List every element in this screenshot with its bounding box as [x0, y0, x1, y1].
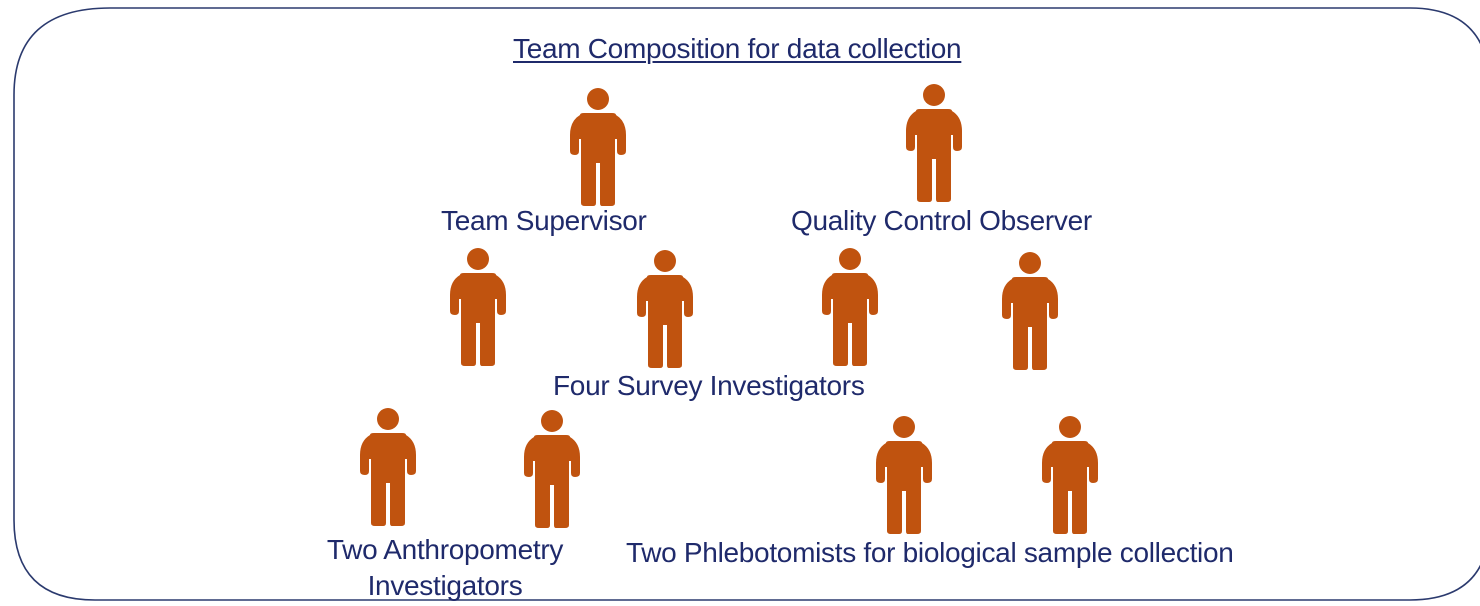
group-label-anthropometry: Two Anthropometry Investigators: [297, 535, 593, 601]
person-icon: [822, 248, 878, 366]
person-icon: [637, 250, 693, 368]
person-icon: [524, 410, 580, 528]
person-icon: [570, 88, 626, 206]
person-icon: [450, 248, 506, 366]
group-label-phlebotomists: Two Phlebotomists for biological sample …: [626, 537, 1234, 568]
person-icon: [876, 416, 932, 534]
group-label-anthropometry-line2: Investigators: [367, 570, 523, 601]
group-label-qc-observer: Quality Control Observer: [791, 205, 1092, 236]
person-icon: [1042, 416, 1098, 534]
person-icon: [906, 84, 962, 202]
diagram-title: Team Composition for data collection: [513, 33, 962, 64]
group-label-supervisor: Team Supervisor: [441, 205, 647, 236]
group-label-anthropometry-line1: Two Anthropometry: [326, 534, 564, 565]
group-label-survey: Four Survey Investigators: [553, 370, 865, 401]
person-icon: [360, 408, 416, 526]
person-icon: [1002, 252, 1058, 370]
